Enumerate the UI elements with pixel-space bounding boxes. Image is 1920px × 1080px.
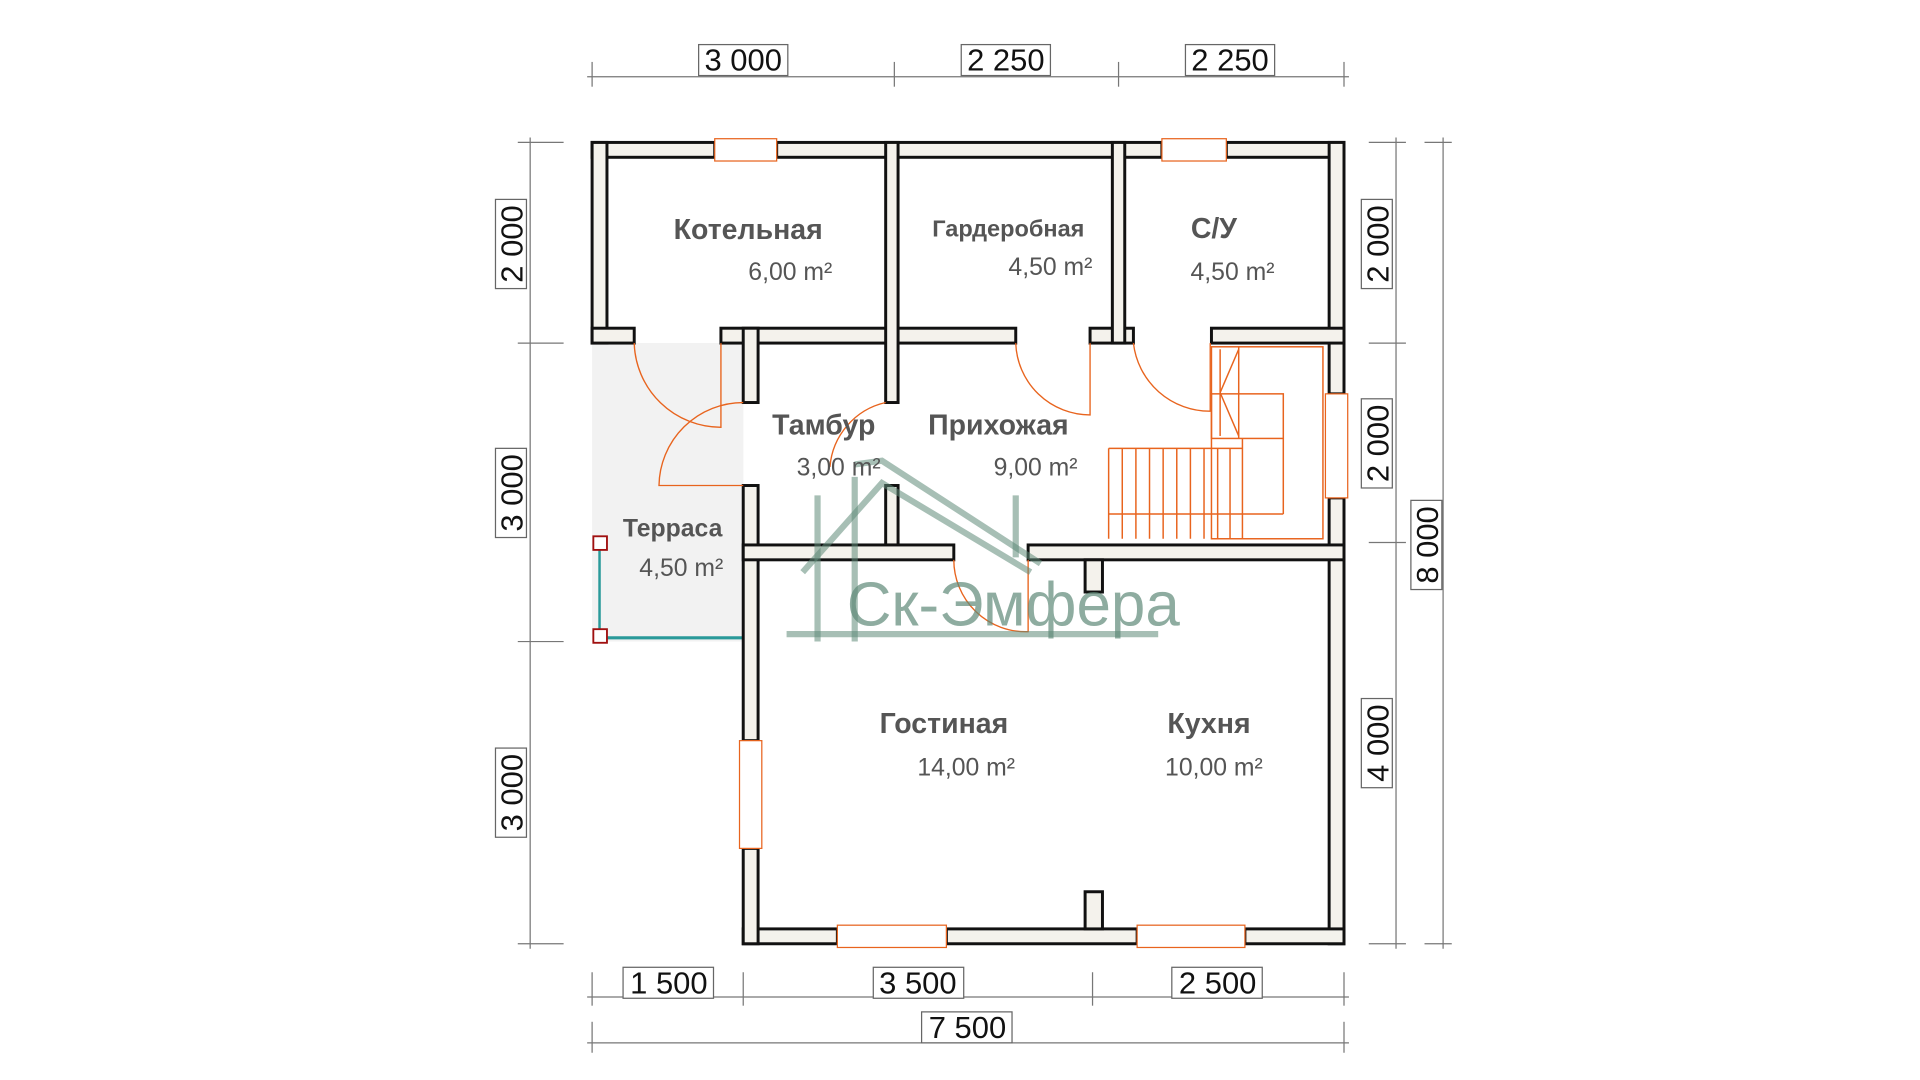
dimension-label: 7 500	[929, 1010, 1006, 1045]
dimension-label: 2 250	[967, 43, 1044, 78]
dimension-label: 2 500	[1179, 965, 1256, 1000]
room-area: 4,50 m²	[1008, 254, 1092, 281]
dimension-label: 1 500	[630, 965, 707, 1000]
room-name: Котельная	[674, 214, 823, 246]
dimension-label: 2 250	[1191, 43, 1268, 78]
watermark-text: Ск-Эмфера	[847, 570, 1181, 639]
dimension-label: 2 000	[1361, 205, 1396, 282]
dimension-label: 8 000	[1410, 506, 1445, 583]
dimension-label: 3 000	[495, 454, 530, 531]
room-labels: Котельная 6,00 m² Гардеробная 4,50 m² С/…	[623, 213, 1275, 782]
dimension-label: 3 000	[495, 754, 530, 831]
room-name: С/У	[1191, 213, 1237, 245]
doors	[633, 342, 1211, 633]
watermark-logo: Ск-Эмфера	[786, 457, 1181, 642]
room-area: 4,50 m²	[639, 555, 723, 582]
room-area: 4,50 m²	[1191, 259, 1275, 286]
room-name: Гостиная	[880, 708, 1009, 740]
dimension-label: 4 000	[1361, 704, 1396, 781]
terrace-post	[592, 628, 608, 644]
room-area: 3,00 m²	[797, 455, 881, 482]
dimension-label: 3 500	[879, 965, 956, 1000]
room-name: Тамбур	[772, 410, 875, 442]
dimension-label: 3 000	[704, 43, 781, 78]
room-name: Кухня	[1167, 708, 1250, 740]
room-name: Гардеробная	[932, 216, 1084, 242]
dimension-label: 2 000	[1361, 405, 1396, 482]
staircase	[1107, 346, 1324, 540]
room-area: 6,00 m²	[748, 259, 832, 286]
room-name: Терраса	[623, 515, 723, 542]
room-name: Прихожая	[928, 410, 1068, 442]
room-area: 10,00 m²	[1165, 754, 1263, 781]
dimension-label: 2 000	[495, 205, 530, 282]
windows	[714, 138, 1349, 949]
dimension-labels: 3 000 2 250 2 250 2 000 3 000 3 000 2 00…	[495, 43, 1445, 1045]
room-area: 9,00 m²	[994, 455, 1078, 482]
room-area: 14,00 m²	[917, 754, 1015, 781]
terrace-post	[592, 535, 608, 551]
